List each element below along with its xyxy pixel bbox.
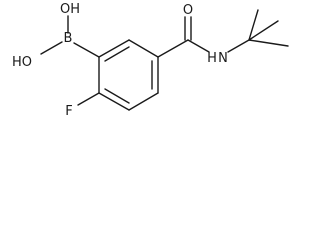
- fluoro-group: F: [65, 92, 100, 119]
- ring-bond-c5-c6: [98, 92, 130, 111]
- chemical-structure-diagram: B OH HO F O H N: [12, 2, 289, 119]
- bond-ring-fluorine: [77, 92, 100, 106]
- bond-tert-carbon-methyl-up-right: [248, 20, 279, 41]
- atom-label-hydroxyl-left: HO: [12, 55, 32, 70]
- ring-double-bond-c1-c2: [104, 46, 130, 62]
- benzene-ring: [98, 39, 159, 111]
- tert-butyl-amide-group: O H N: [157, 3, 289, 66]
- bond-ring-boron: [73, 42, 100, 58]
- atom-label-amide-hydrogen: H: [207, 51, 217, 66]
- ring-double-bond-c5-c6: [104, 88, 130, 104]
- atom-label-fluorine: F: [65, 104, 72, 119]
- ring-bond-c1-c2: [98, 39, 130, 58]
- bond-ring-carbonyl: [157, 39, 189, 58]
- atom-label-boron: B: [64, 31, 73, 46]
- ring-bond-c2-c3: [128, 39, 159, 58]
- bond-boron-ho-left: [40, 41, 63, 55]
- boronic-acid-group: B OH HO: [12, 2, 100, 70]
- bond-tert-carbon-methyl-right: [248, 39, 289, 47]
- atom-label-amide-nitrogen: N: [218, 51, 228, 66]
- atom-label-hydroxyl-top: OH: [60, 2, 80, 17]
- ring-bond-c4-c5: [128, 92, 159, 111]
- bond-tert-carbon-methyl-top: [248, 9, 259, 41]
- bond-nitrogen-tert-carbon: [227, 39, 250, 53]
- bond-carbonyl-nitrogen: [187, 39, 210, 53]
- atom-label-carbonyl-oxygen: O: [183, 3, 193, 18]
